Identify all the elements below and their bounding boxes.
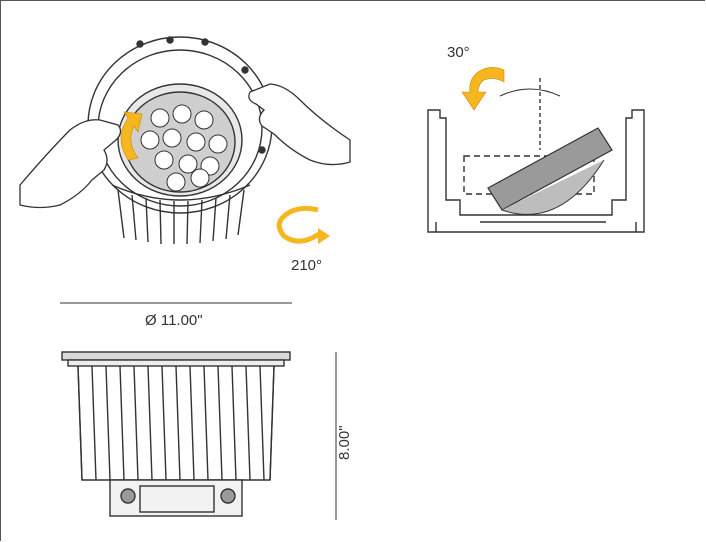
rotation-angle-label: 210°	[291, 257, 323, 274]
curved-arrow-icon	[461, 67, 505, 111]
height-label: 8.00"	[336, 425, 353, 460]
led-lens-array	[140, 104, 228, 192]
tilt-angle-label: 30°	[447, 44, 470, 61]
hand-right	[248, 83, 351, 166]
tilted-module	[487, 127, 613, 215]
hand-left	[19, 119, 122, 209]
curved-arrow-icon	[120, 111, 143, 161]
curved-arrow-icon	[276, 205, 330, 244]
diameter-label: Ø 11.00"	[145, 312, 203, 329]
fixture-side-view	[61, 351, 291, 517]
